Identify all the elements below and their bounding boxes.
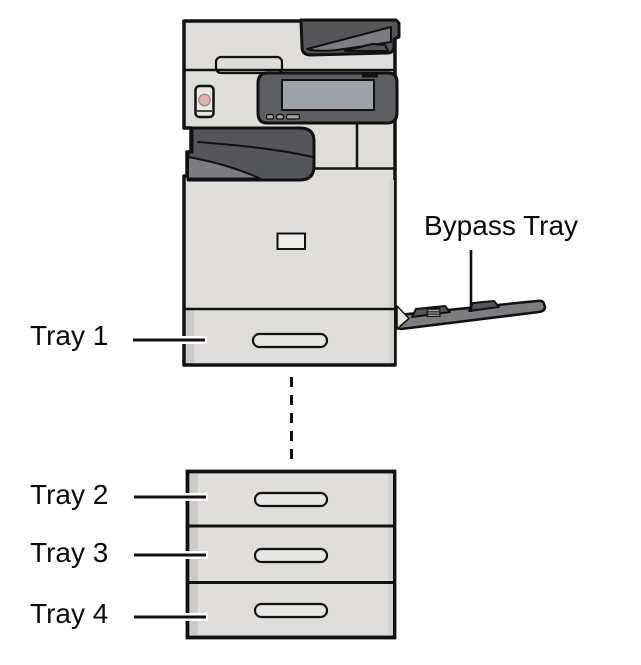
panel-button-2 (275, 113, 285, 120)
tray-4-label: Tray 4 (30, 598, 109, 629)
bypass-junction-wedge (396, 305, 410, 330)
panel-button-3 (285, 113, 301, 120)
bypass-tray (395, 299, 547, 331)
panel-button-1 (265, 113, 275, 120)
control-panel (256, 71, 399, 125)
tray-2 (253, 491, 329, 508)
leader-lines (133, 250, 473, 621)
printer-upper-unit (182, 18, 401, 367)
tray1-handle (251, 332, 329, 349)
tray-1-label: Tray 1 (30, 320, 109, 351)
tray3-handle (253, 547, 329, 564)
output-tray (186, 126, 316, 182)
output-tray-crease (196, 141, 314, 158)
panel-buttons (265, 113, 301, 120)
body-right-shade (389, 180, 394, 363)
adf-output-slot (344, 43, 389, 52)
bypass-tray-label: Bypass Tray (424, 210, 579, 241)
tray2-handle (253, 491, 329, 508)
output-tray-lower-shelf (187, 156, 261, 180)
tray-4 (253, 602, 329, 619)
bypass-grip-hatch (426, 308, 441, 317)
tray-2-label: Tray 2 (30, 479, 109, 510)
tray-3-label: Tray 3 (30, 537, 109, 568)
unit-right-shade (388, 474, 393, 635)
adf (299, 18, 401, 57)
power-led (198, 93, 211, 107)
tray-1 (184, 307, 395, 349)
panel-top-notch (362, 73, 378, 78)
tray-3 (253, 547, 329, 564)
optional-tray-unit (185, 469, 397, 640)
power-button (194, 84, 215, 119)
tray4-handle (253, 602, 329, 619)
touchscreen (281, 79, 375, 111)
logo-plate (276, 232, 306, 250)
